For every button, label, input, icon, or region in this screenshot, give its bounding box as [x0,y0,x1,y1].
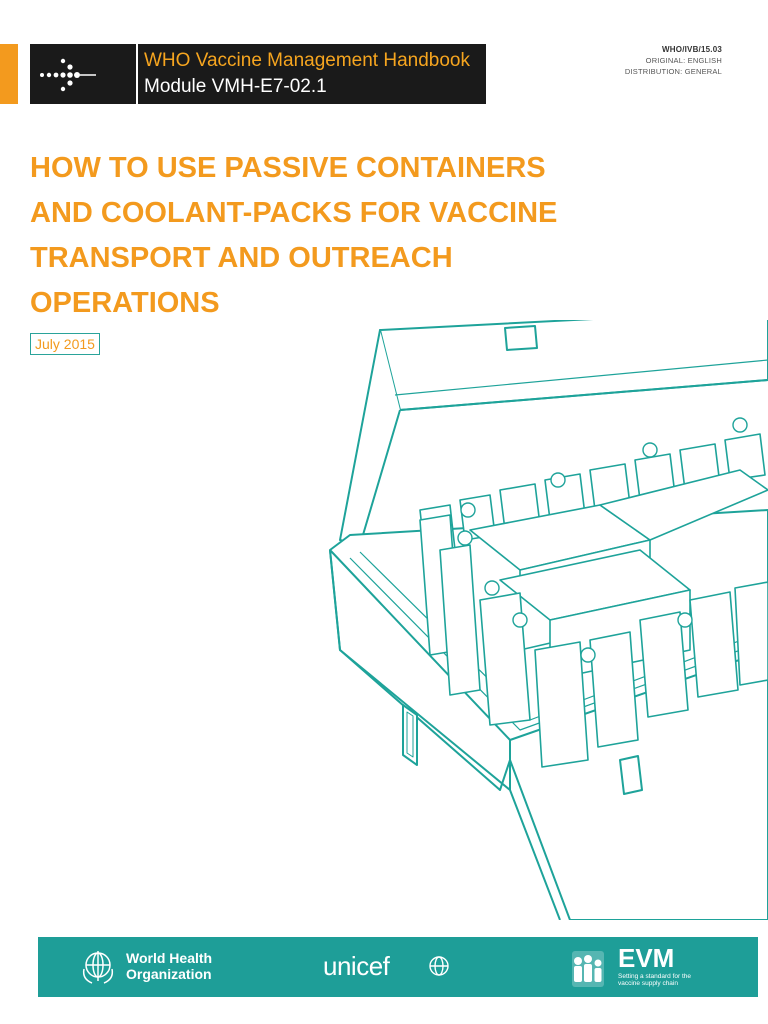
title-line: OPERATIONS [30,287,220,319]
evm-tagline-line: vaccine supply chain [618,980,678,987]
unicef-wordmark: unicef [323,951,390,981]
partner-logos-footer: World Health Organization unicef EVM Set… [38,937,758,997]
title-line: TRANSPORT AND OUTREACH [30,242,453,274]
evm-family-icon [572,951,604,987]
doc-original-language: ORIGINAL: ENGLISH [645,56,722,65]
who-emblem-icon [82,951,114,984]
evm-tagline-line: Setting a standard for the [618,973,691,980]
module-code: Module VMH-E7-02.1 [144,76,327,97]
evm-tagline: Setting a standard for the vaccine suppl… [618,973,692,987]
doc-code: WHO/IVB/15.03 [662,45,722,54]
publication-date: July 2015 [30,333,100,355]
arrow-logo-icon [40,58,96,92]
evm-wordmark: EVM [618,943,675,973]
handbook-header: WHO Vaccine Management Handbook Module V… [30,44,486,104]
cold-box-illustration [329,320,768,920]
title-line: HOW TO USE PASSIVE CONTAINERS [30,152,546,184]
orange-accent-tab [0,44,18,104]
document-reference: WHO/IVB/15.03 ORIGINAL: ENGLISH DISTRIBU… [625,44,722,77]
header-divider [136,44,138,104]
page-title: HOW TO USE PASSIVE CONTAINERS AND COOLAN… [30,146,670,326]
handbook-series-title: WHO Vaccine Management Handbook [144,50,470,71]
who-name-line: Organization [126,966,212,982]
title-line: AND COOLANT-PACKS FOR VACCINE [30,197,558,229]
who-name-line: World Health [126,950,213,966]
unicef-globe-icon [429,956,449,976]
who-name: World Health Organization [126,950,212,982]
doc-distribution: DISTRIBUTION: GENERAL [624,67,722,76]
